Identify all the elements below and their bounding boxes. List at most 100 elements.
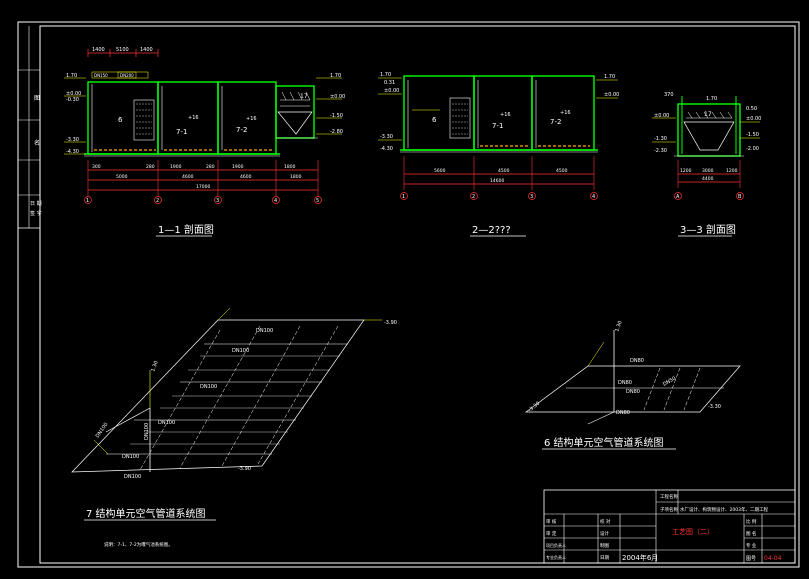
pipe7-label-7: DN100	[95, 422, 110, 439]
s33-level-r3: -1.50	[746, 132, 759, 138]
s11-chamber-value-1: +16	[188, 115, 199, 121]
s33-axis-b: B	[738, 194, 742, 200]
pipe7-label-3: DN100	[200, 384, 217, 390]
s22-title: 2—2???	[472, 225, 511, 236]
pipe6-elev-1: 1.30	[614, 320, 623, 333]
s11-top-dim-2: 5100	[116, 47, 129, 53]
inner-frame	[39, 25, 796, 564]
s22-chamber-6: 6	[432, 116, 437, 124]
s33-title: 3—3 剖面图	[680, 223, 736, 236]
s11-axis-4: 4	[274, 198, 277, 204]
s33-level-l1: 370	[664, 92, 674, 98]
s22-level-r1: 1.70	[604, 74, 615, 80]
s11-chamber-17: 17	[300, 93, 308, 100]
s22-chamber-7-2: 7-2	[550, 118, 561, 126]
s33-dim-a: 1200	[680, 168, 692, 174]
s22-dim-a: 5600	[434, 168, 446, 174]
s11-dim1-e: 1900	[232, 164, 244, 170]
left-strip-text-2: 名	[34, 139, 40, 147]
s11-dim2-a: 5000	[116, 174, 128, 180]
s11-dim1-d: 280	[206, 164, 215, 170]
pipe7-label-6: DN100	[124, 474, 141, 480]
tb-row1-a: 审 核	[546, 518, 557, 525]
pipe6-label-4: DN50	[662, 376, 677, 388]
s33-dim-c: 1200	[726, 168, 738, 174]
left-strip-text-1: 图	[34, 95, 40, 102]
pipe6-label-2: DN80	[618, 380, 632, 386]
s33-level-l4: -1.30	[654, 136, 667, 142]
tb-right-1: 比 例	[746, 518, 757, 525]
s11-dim1-c: 1900	[170, 164, 182, 170]
tb-sub-label: 子项名称	[660, 506, 678, 513]
s22-axis-1: 1	[402, 194, 405, 200]
s11-chamber-value-2: +16	[246, 116, 257, 122]
s11-axis-5: 5	[316, 198, 319, 204]
tb-row4-c: 日期	[600, 555, 609, 561]
s33-dim-b: 3000	[702, 168, 714, 174]
pipe7-label-8: DN100	[144, 423, 150, 440]
tb-right-3: 专 业	[746, 542, 757, 549]
pipe6-label-1: DN80	[630, 358, 644, 364]
section-3-3: 17 370 1.70 ±0.00 -1.30 -2.30 0.50 ±0.00…	[652, 92, 761, 237]
pipe7-label-1: DN100	[256, 328, 273, 334]
s11-chamber-6: 6	[118, 116, 123, 124]
s33-level-r4: -2.00	[746, 146, 759, 152]
tb-drawing-no: 04-04	[764, 555, 782, 562]
left-binding-strip: 图 名 日 期 签 字	[18, 26, 42, 229]
s22-level-l2: 0.31	[384, 80, 395, 86]
tb-row2-c: 设计	[600, 530, 609, 537]
s11-leader-pipe: DN150	[94, 73, 108, 78]
tb-project-label: 工程名称	[660, 493, 678, 500]
left-strip-text-4: 签 字	[30, 210, 42, 217]
s11-top-dim-1: 1400	[92, 47, 105, 53]
section-2-2: 1.70 0.31 ±0.00 -3.30 -4.30 1.70 ±0.00 6…	[378, 72, 619, 237]
s33-level-r2: ±0.00	[746, 116, 761, 122]
s11-level-l2: ±0.00	[66, 91, 81, 97]
title-block: 工程名称 水厂设计、构筑物设计、2003年、二期工程 子项名称 工艺图（二） 2…	[543, 489, 796, 564]
pipe7-label-2: DN100	[232, 348, 249, 354]
s33-dim-total: 4400	[702, 176, 714, 182]
s11-dim2-b: 4600	[182, 174, 194, 180]
s33-level-l3: ±0.00	[654, 113, 669, 119]
s11-chamber-7-1: 7-1	[176, 128, 187, 136]
pipe6-elev-3: -3.30	[708, 404, 721, 410]
tb-drawing-title: 工艺图（二）	[672, 528, 714, 536]
section-1-1: 1400 5100 1400 DN150 DN200 1	[64, 47, 345, 237]
s33-axis-a: A	[676, 194, 680, 200]
s33-level-r1: 0.50	[746, 106, 757, 112]
s22-level-l3: ±0.00	[384, 88, 399, 94]
s11-dim2-d: 1800	[290, 174, 302, 180]
s22-chamber-value-2: +16	[560, 110, 571, 116]
pipe-system-6: DN80 DN80 DN80 DN50 DN80 1.30 -3.30 -3.3…	[524, 320, 741, 450]
s11-level-r1: 1.70	[330, 73, 341, 79]
s22-chamber-7-1: 7-1	[492, 122, 503, 130]
s33-level-l2: 1.70	[706, 96, 717, 102]
s22-level-l1: 1.70	[380, 72, 391, 78]
s11-dim-total: 17000	[196, 184, 210, 190]
s11-axis-2: 2	[156, 198, 159, 204]
tb-row3-c: 制图	[600, 542, 609, 549]
s11-chamber-7-2: 7-2	[236, 126, 247, 134]
s11-level-l5: -4.30	[66, 149, 79, 155]
tb-date: 2004年6月	[622, 553, 658, 562]
s11-axis-1: 1	[86, 198, 89, 204]
tb-row1-c: 校 对	[600, 518, 611, 525]
s11-axis-3: 3	[216, 198, 219, 204]
s11-dim2-c: 4600	[240, 174, 252, 180]
s11-level-r2: ±0.00	[330, 94, 345, 100]
left-strip-text-3: 日 期	[30, 201, 42, 207]
s22-axis-4: 4	[592, 194, 595, 200]
pipe7-label-5: DN100	[122, 454, 139, 460]
tb-row2-a: 审 定	[546, 530, 557, 537]
pipe7-label-4: DN100	[158, 420, 175, 426]
s11-top-dim-3: 1400	[140, 47, 153, 53]
pipe6-title: 6 结构单元空气管道系统图	[544, 436, 664, 449]
s11-level-l4: -3.30	[66, 137, 79, 143]
pipe7-elev-3: -3.90	[238, 466, 251, 472]
tb-row3-a: 项目负责人	[546, 542, 566, 548]
s11-dim1-a: 300	[92, 164, 101, 170]
pipe-system-7: DN100 DN100 DN100 DN100 DN100 DN100 DN10…	[71, 307, 397, 548]
s11-level-r4: -2.80	[330, 129, 343, 135]
s33-chamber-17: 17	[704, 111, 712, 118]
pipe7-title: 7 结构单元空气管道系统图	[86, 507, 206, 520]
